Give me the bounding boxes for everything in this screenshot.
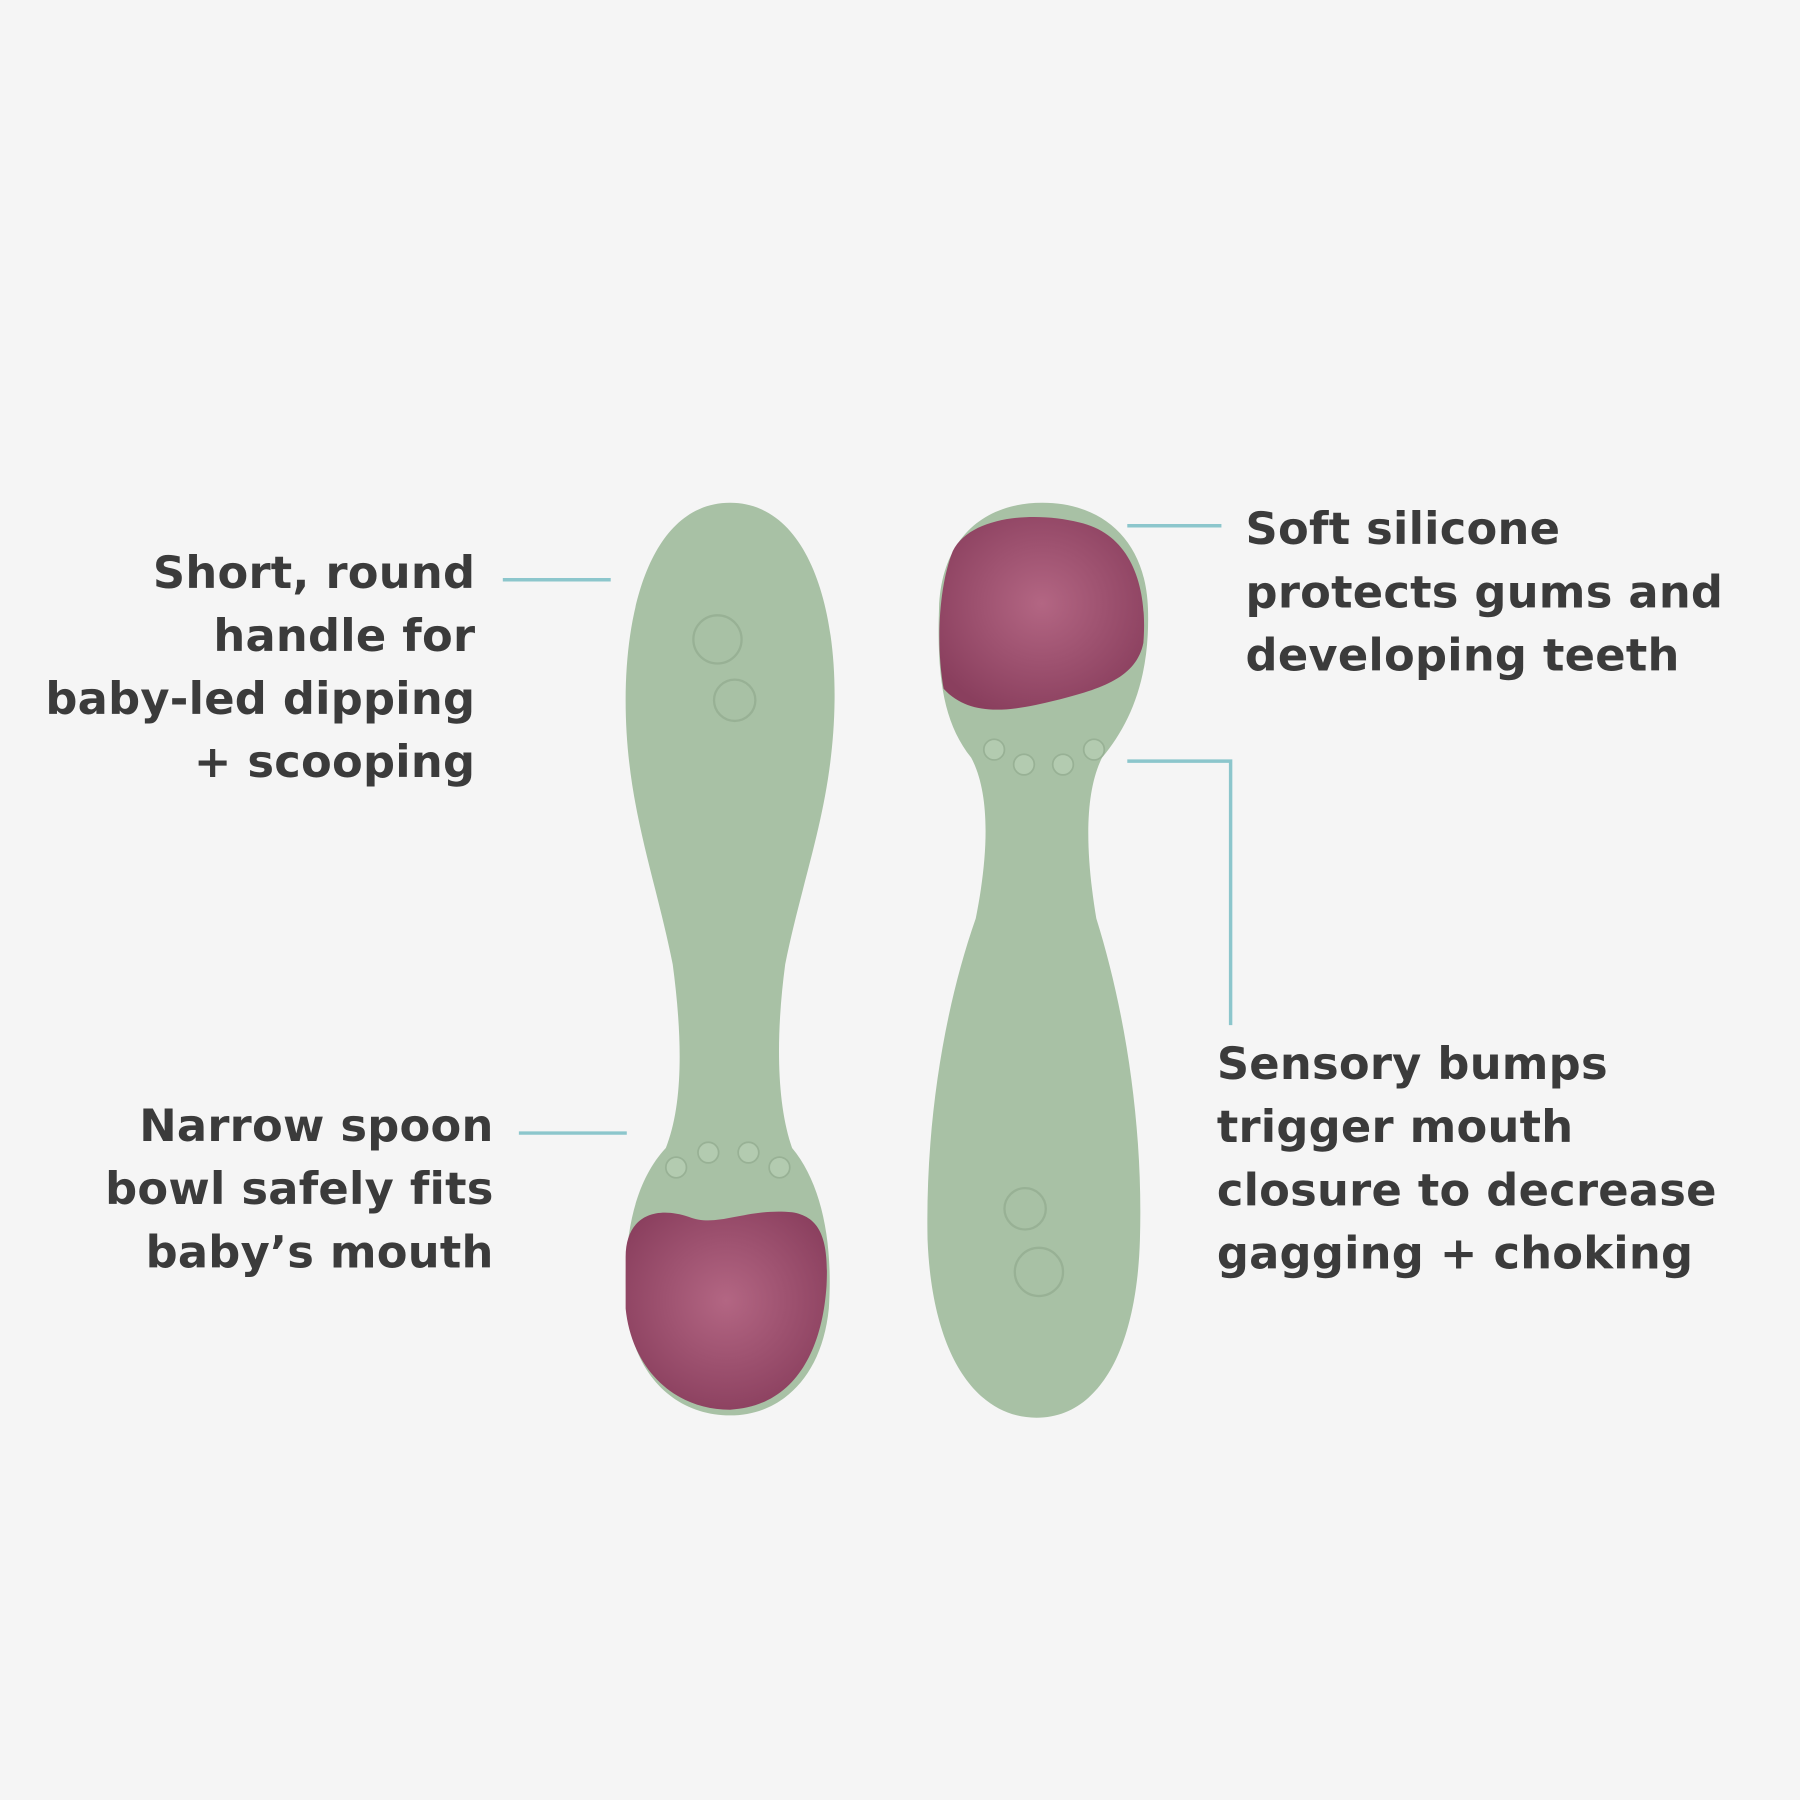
callout-line: closure to decrease <box>1216 1165 1717 1217</box>
food-puree <box>625 1211 827 1410</box>
callout-silicone: Soft silicone protects gums and developi… <box>1246 498 1724 687</box>
callout-line: developing teeth <box>1245 630 1680 682</box>
callout-line: Narrow spoon <box>139 1100 494 1153</box>
callout-line: Sensory bumps <box>1216 1038 1608 1091</box>
ezpz-logo-icon <box>1003 1186 1065 1298</box>
callout-line: protects gums and <box>1245 567 1724 619</box>
callout-line: baby’s mouth <box>145 1227 494 1279</box>
callout-handle: Short, round handle for baby-led dipping… <box>45 542 475 795</box>
callout-line: Short, round <box>152 547 476 600</box>
callout-line: baby-led dipping <box>45 673 476 726</box>
right-spoon <box>927 502 1149 1418</box>
left-spoon <box>625 502 835 1416</box>
sensory-bumps <box>664 1141 791 1179</box>
callout-line: trigger mouth <box>1216 1102 1574 1154</box>
leader-line-bumps <box>1127 759 1233 1026</box>
callout-line: gagging + choking <box>1216 1228 1694 1280</box>
callout-bowl: Narrow spoon bowl safely fits baby’s mou… <box>105 1095 493 1284</box>
food-puree <box>939 516 1145 710</box>
callout-line: bowl safely fits <box>105 1164 494 1216</box>
sensory-bumps <box>982 738 1106 776</box>
ezpz-logo-icon <box>692 614 757 723</box>
callout-bumps: Sensory bumps trigger mouth closure to d… <box>1217 1033 1717 1286</box>
callout-line: Soft silicone <box>1245 503 1561 556</box>
callout-line: handle for <box>213 610 476 663</box>
callout-line: + scooping <box>193 736 476 789</box>
